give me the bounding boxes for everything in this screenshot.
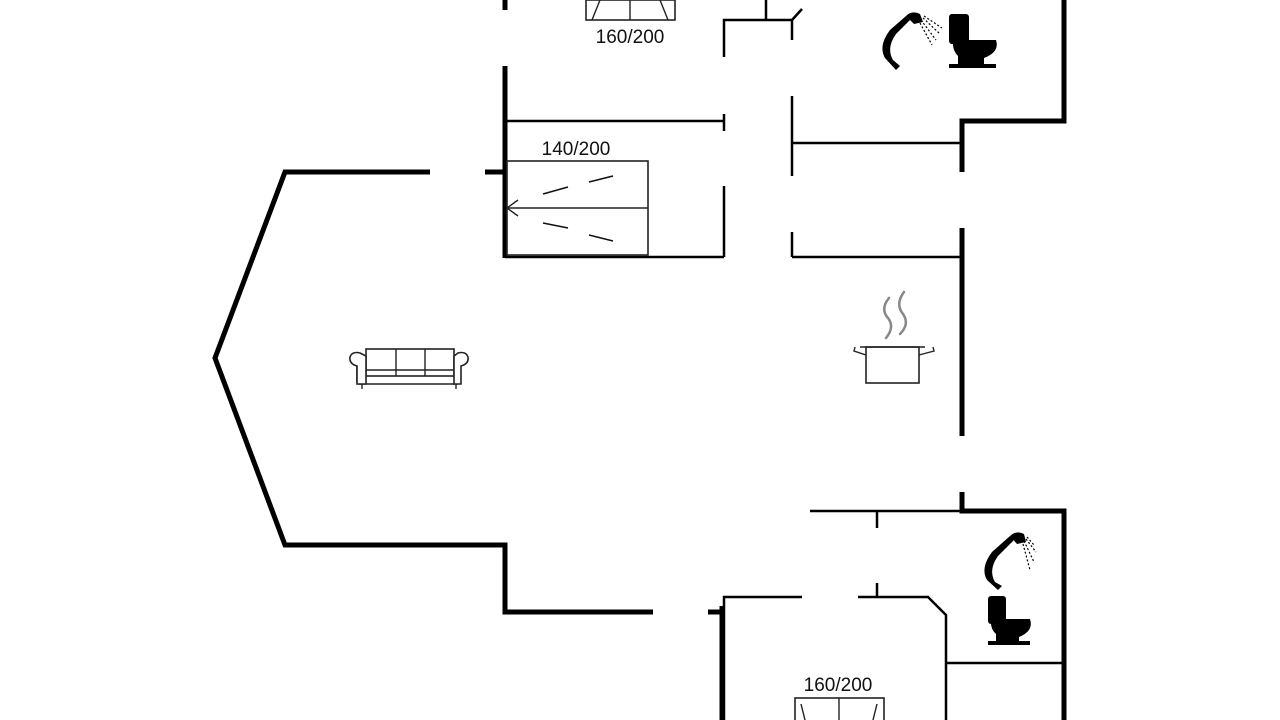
living-room-outer-wall [212, 169, 653, 615]
toilet-tank [949, 14, 969, 44]
shower-icon [984, 532, 1037, 590]
bed-size-label: 160/200 [804, 675, 873, 696]
shower-icon [882, 12, 943, 70]
bottom-bathroom-west-wall [858, 595, 948, 720]
sofa-back [365, 348, 455, 377]
bed-sheet-line [659, 0, 669, 21]
cooking-pot-icon [853, 290, 935, 384]
bed-sheet-line [872, 703, 878, 720]
bottom-bathroom-outer-wall [959, 492, 1067, 720]
shower-head [906, 12, 923, 24]
bottom-bedroom-north-wall [722, 595, 802, 720]
shower-pipe [984, 536, 1014, 590]
steam-line [898, 290, 908, 336]
shower-spray [1022, 536, 1037, 571]
bed-headboard-mark [505, 199, 519, 217]
bed-sheet-dash [588, 234, 614, 242]
toilet-bowl [949, 40, 997, 68]
pot-handle-right [918, 346, 935, 356]
bed-sheet-dash [588, 175, 614, 183]
top-bathroom-east-wall [959, 0, 1067, 172]
top-closet-door [791, 8, 803, 21]
bed-top: 160/200 [585, 0, 676, 48]
bed-sheet-line [591, 0, 601, 21]
pot-body [865, 346, 920, 384]
toilet-icon [988, 596, 1031, 645]
sofa-icon [349, 348, 469, 389]
sofa-left-arm [349, 351, 367, 385]
bed-sheet-dash [542, 186, 569, 195]
bed-size-label: 160/200 [596, 27, 665, 48]
bed-sheet-line [800, 703, 806, 720]
shower-spray [919, 15, 943, 46]
steam-line [883, 296, 893, 340]
bed-size-label: 140/200 [542, 139, 611, 160]
bed-middle: 140/200 [505, 139, 649, 256]
sofa-right-arm [453, 351, 469, 385]
shower-head [1010, 532, 1026, 544]
bed-sheet-dash [542, 222, 569, 229]
pot-handle-left [853, 346, 867, 356]
toilet-bowl [988, 619, 1031, 645]
bed-bottom: 160/200 [794, 675, 885, 720]
toilet-icon [949, 14, 997, 68]
toilet-tank [988, 596, 1006, 624]
top-closet-wall [722, 18, 794, 57]
walls [212, 0, 1067, 720]
shower-pipe [882, 16, 910, 70]
